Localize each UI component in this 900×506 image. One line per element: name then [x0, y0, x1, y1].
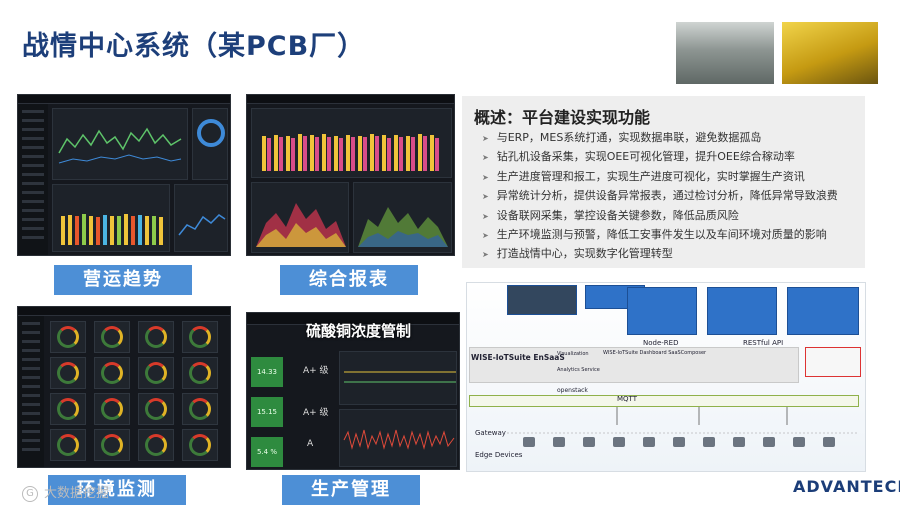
analytics-label: Analytics Service: [557, 367, 600, 373]
caption-environment-monitoring: 环境监测: [48, 475, 186, 505]
list-item: ➤生产环境监测与预警，降低工安事件发生以及车间环境对质量的影响: [482, 227, 827, 241]
overview-list: ➤与ERP，MES系统打通，实现数据串联，避免数据孤岛 ➤钻孔机设备采集，实现O…: [482, 128, 838, 264]
architecture-diagram: Node-RED RESTful API WISE-IoTSuite EnSaa…: [466, 282, 866, 472]
list-item: ➤钻孔机设备采集，实现OEE可视化管理，提升OEE综合稼动率: [482, 150, 795, 164]
grade-3: A: [307, 439, 314, 449]
watermark-logo-icon: G: [22, 485, 38, 502]
slide-title: 战情中心系统（某PCB厂）: [22, 31, 366, 62]
caption-production-management: 生产管理: [282, 475, 420, 505]
grade-2: A+ 级: [303, 408, 329, 418]
control-chart-thumbnail: [343, 429, 455, 450]
overview-panel: 概述：平台建设实现功能 ➤与ERP，MES系统打通，实现数据串联，避免数据孤岛 …: [462, 96, 865, 268]
caption-integrated-report: 综合报表: [280, 265, 418, 295]
environment-dashboard-screenshot: [17, 306, 231, 468]
list-item: ➤设备联网采集，掌控设备关键参数，降低品质风险: [482, 208, 739, 222]
production-dashboard-screenshot: 14.33 15.15 5.4 % A+ 级 A+ 级 A: [246, 312, 460, 470]
kpi-value-3: 5.4 %: [251, 437, 283, 467]
openstack-label: openstack: [557, 387, 588, 394]
caption-operations-trend: 营运趋势: [54, 265, 192, 295]
arrow-right-icon: ➤: [482, 134, 489, 143]
edge-devices-label: Edge Devices: [475, 451, 523, 459]
list-item: ➤异常统计分析，提供设备异常报表，通过检讨分析，降低异常导致浪费: [482, 189, 838, 203]
list-item: ➤打造战情中心，实现数字化管理转型: [482, 247, 673, 261]
gateway-label: Gateway: [475, 429, 506, 437]
dashboard-composer-label: WISE-IoTSuite Dashboard SaaSComposer: [603, 350, 707, 356]
kpi-value-2: 15.15: [251, 397, 283, 427]
arrow-right-icon: ➤: [482, 211, 489, 221]
operations-dashboard-screenshot: [17, 94, 231, 256]
visualization-label: Visualization: [557, 351, 589, 357]
list-item: ➤与ERP，MES系统打通，实现数据串联，避免数据孤岛: [482, 131, 762, 144]
arrow-right-icon: ➤: [482, 153, 489, 163]
overview-title: 概述：平台建设实现功能: [474, 108, 651, 127]
line-chart-thumbnail: [58, 127, 182, 164]
advantech-logo: ADVANTECH: [793, 477, 900, 496]
arrow-right-icon: ➤: [482, 192, 489, 202]
factory-photo-cleanroom: [782, 22, 878, 84]
grade-1: A+ 级: [303, 366, 329, 376]
arrow-right-icon: ➤: [482, 230, 489, 240]
arrow-right-icon: ➤: [482, 172, 489, 182]
mqtt-label: MQTT: [617, 395, 637, 403]
factory-photo-water-tanks: [676, 22, 774, 84]
area-chart-thumbnail: [256, 203, 346, 247]
arrow-right-icon: ➤: [482, 250, 489, 260]
list-item: ➤生产进度管理和报工，实现生产进度可视化，实时掌握生产资讯: [482, 169, 805, 183]
wise-saas-label: WISE-IoTSuite EnSaaS: [471, 353, 565, 362]
copper-sulfate-banner: 硫酸铜浓度管制: [306, 322, 412, 340]
node-red-label: Node-RED: [643, 339, 679, 347]
restful-api-label: RESTful API: [743, 339, 784, 347]
kpi-value-1: 14.33: [251, 357, 283, 387]
report-dashboard-screenshot: [246, 94, 455, 256]
